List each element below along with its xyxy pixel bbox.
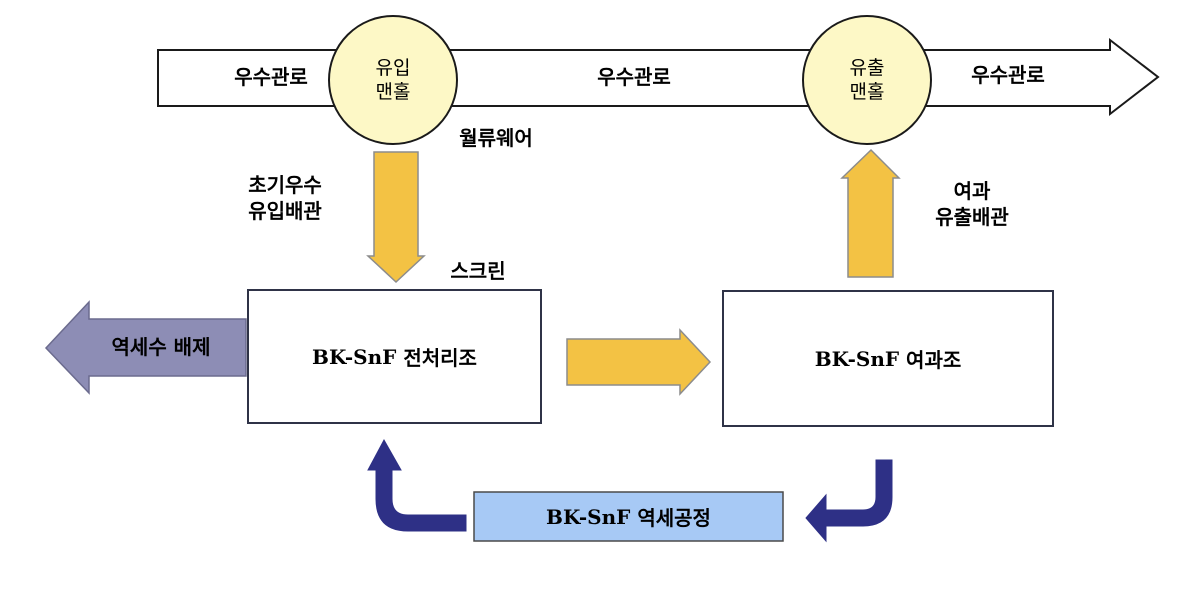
outlet-manhole-label: 유출 맨홀 (817, 50, 917, 110)
backwash-process-box (473, 491, 784, 542)
inlet-manhole-line2: 맨홀 (375, 81, 411, 103)
pipe-label-middle: 우수관로 (597, 65, 671, 89)
backwash-process-name: 역세공정 (637, 506, 711, 530)
filtration-tank-prefix: BK-SnF (814, 346, 900, 371)
initial-inflow-line2: 유입배관 (248, 199, 322, 223)
filtered-outflow-line2: 유출배관 (935, 205, 1009, 229)
pipe-label-right: 우수관로 (971, 63, 1045, 87)
filtration-tank-label: BK-SnF 여과조 (723, 291, 1053, 426)
inlet-manhole-label: 유입 맨홀 (343, 50, 443, 110)
backwash-process-label: BK-SnF 역세공정 (474, 492, 783, 541)
filtration-tank-box (722, 290, 1054, 427)
filtered-outflow-pipe-label: 여과 유출배관 (924, 178, 1020, 230)
backwash-return-arrow-left (367, 438, 467, 532)
outlet-manhole-circle (802, 15, 932, 145)
pipe-label-left: 우수관로 (234, 65, 308, 89)
pretreatment-tank-prefix: BK-SnF (312, 344, 397, 369)
transfer-right-arrow (566, 328, 712, 396)
filtered-outflow-line1: 여과 (953, 179, 991, 203)
outflow-up-arrow (840, 148, 901, 278)
outlet-manhole-line2: 맨홀 (849, 81, 885, 103)
screen-label: 스크린 (450, 259, 506, 283)
pretreatment-tank-name: 전처리조 (403, 346, 477, 370)
initial-inflow-pipe-label: 초기우수 유입배관 (236, 172, 334, 224)
backwash-discharge-label: 역세수 배제 (111, 335, 211, 359)
pretreatment-tank-box (247, 289, 542, 424)
backwash-discharge-arrow (44, 300, 247, 395)
initial-inflow-line1: 초기우수 (248, 173, 322, 197)
pretreatment-tank-label: BK-SnF 전처리조 (248, 290, 541, 423)
backwash-process-prefix: BK-SnF (546, 504, 631, 529)
filtration-tank-name: 여과조 (906, 348, 962, 372)
inflow-down-arrow (366, 151, 426, 284)
weir-label: 월류웨어 (459, 126, 533, 150)
inlet-manhole-line1: 유입 (375, 57, 411, 79)
inlet-manhole-circle (328, 15, 458, 145)
backwash-return-arrow-right (805, 459, 893, 543)
outlet-manhole-line1: 유출 (849, 57, 885, 79)
